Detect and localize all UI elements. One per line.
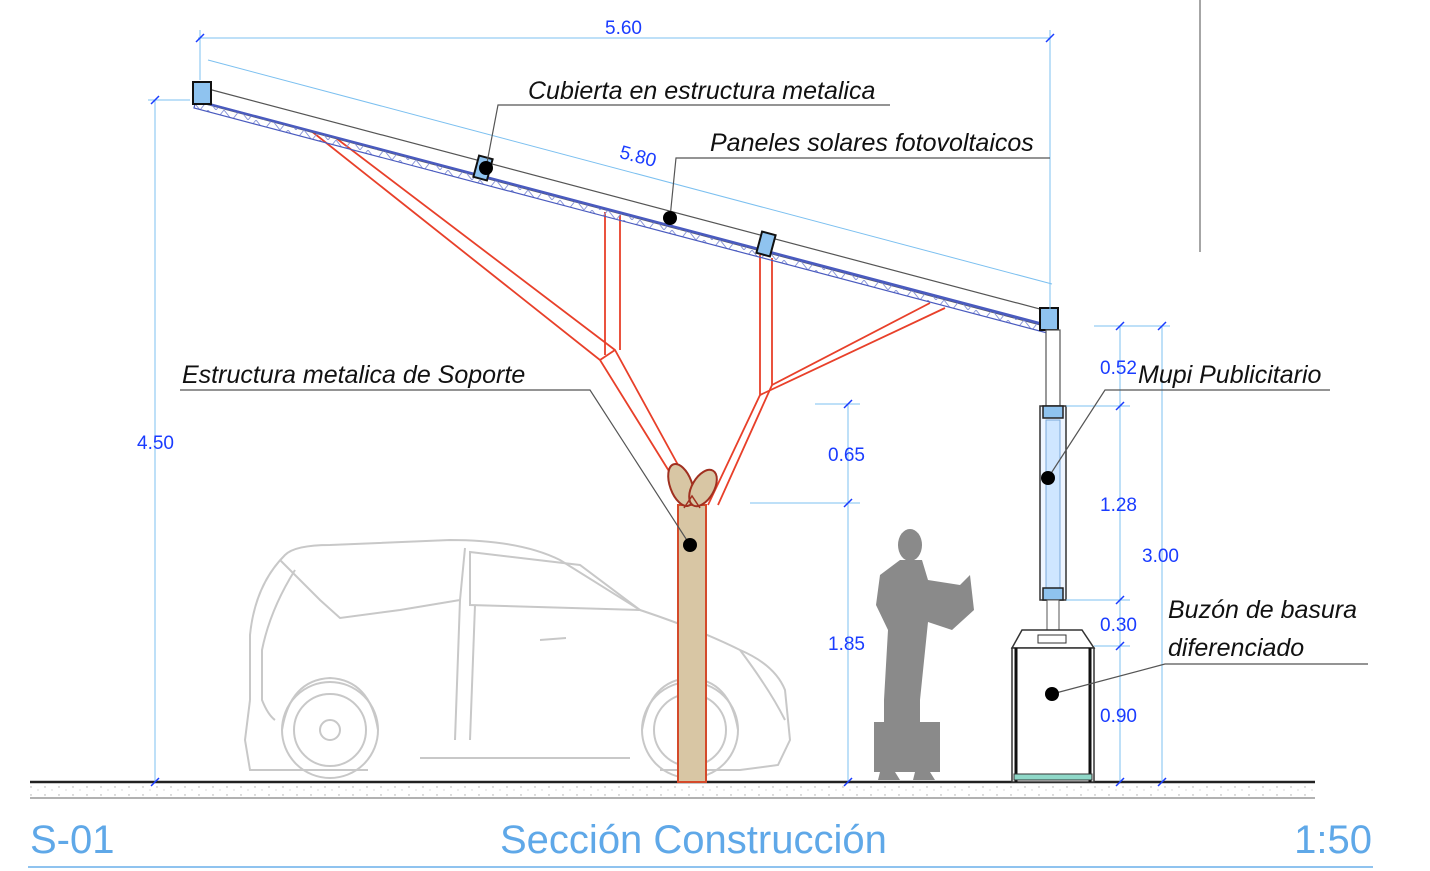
- support-trunk: [667, 462, 718, 783]
- dim-mupi-top: 0.52: [1100, 358, 1137, 379]
- solar-panel-beam: [192, 81, 1059, 335]
- dim-mupi-total: 3.00: [1142, 546, 1179, 567]
- label-buzon-line1: Buzón de basura: [1168, 596, 1357, 624]
- drawing-scale: 1:50: [1294, 818, 1372, 862]
- dim-fork-height: 0.65: [828, 445, 865, 466]
- dim-canopy-width: 5.60: [605, 18, 642, 39]
- label-estructura: Estructura metalica de Soporte: [182, 361, 525, 389]
- dim-mupi-gap: 0.30: [1100, 615, 1137, 636]
- waste-bin: [1010, 629, 1096, 783]
- dimension-ticks: [150, 33, 1167, 787]
- leader-lines: [180, 104, 1368, 695]
- drawing-title: Sección Construcción: [500, 818, 887, 862]
- dim-total-height: 4.50: [137, 433, 174, 454]
- leader-dots: [479, 161, 1059, 701]
- drawing-id: S-01: [30, 818, 115, 862]
- label-mupi: Mupi Publicitario: [1138, 361, 1322, 389]
- label-buzon-line2: diferenciado: [1168, 634, 1304, 662]
- dim-panel-length: 5.80: [617, 142, 658, 172]
- dim-bin-height: 0.90: [1100, 706, 1137, 727]
- support-structure: [309, 129, 946, 506]
- person-silhouette: [874, 529, 974, 780]
- mupi-unit: [1039, 329, 1067, 631]
- dim-trunk-height: 1.85: [828, 634, 865, 655]
- label-paneles: Paneles solares fotovoltaicos: [710, 129, 1034, 157]
- beam-connector-1: [192, 81, 212, 105]
- car-outline: [243, 538, 792, 779]
- beam-connector-4: [1039, 307, 1059, 331]
- dim-mupi-panel: 1.28: [1100, 495, 1137, 516]
- beam-connector-3: [755, 230, 777, 258]
- label-cubierta: Cubierta en estructura metalica: [528, 77, 875, 105]
- footer-rule: [28, 866, 1373, 868]
- ground: [30, 780, 1315, 799]
